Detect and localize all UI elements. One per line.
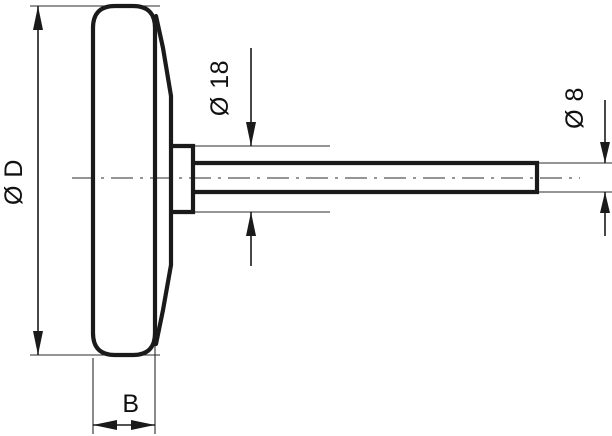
case-shoulder-outline [153,13,174,347]
stem-boss [171,143,196,215]
dial-case-body [90,3,158,358]
case-taper-profile [153,13,174,347]
dimension-label-dial-diameter: Ø D [0,159,28,205]
dimension-stem-diameter: Ø 8 [561,87,610,236]
arrowhead-up-dial-diameter [33,6,43,30]
arrowhead-left-case-depth [93,420,117,430]
arrowhead-up-boss-diameter [246,212,256,236]
dimension-dial-diameter: Ø D [0,6,43,355]
dial-case-outline [90,3,158,358]
witness-lines [30,5,612,434]
arrowhead-down-boss-diameter [246,122,256,146]
dimension-boss-diameter: Ø 18 [206,48,256,266]
boss-outline [171,143,196,215]
dimension-label-stem-diameter: Ø 8 [561,87,589,129]
arrowhead-down-stem-diameter [600,142,610,163]
measuring-stem [192,160,540,195]
arrowhead-right-case-depth [131,420,155,430]
stem-outline [192,160,540,195]
arrowhead-up-stem-diameter [600,192,610,213]
dimension-case-depth: B [93,390,155,430]
dimension-label-boss-diameter: Ø 18 [206,60,234,116]
dimension-label-case-depth: B [122,390,139,418]
arrowhead-down-dial-diameter [33,331,43,355]
